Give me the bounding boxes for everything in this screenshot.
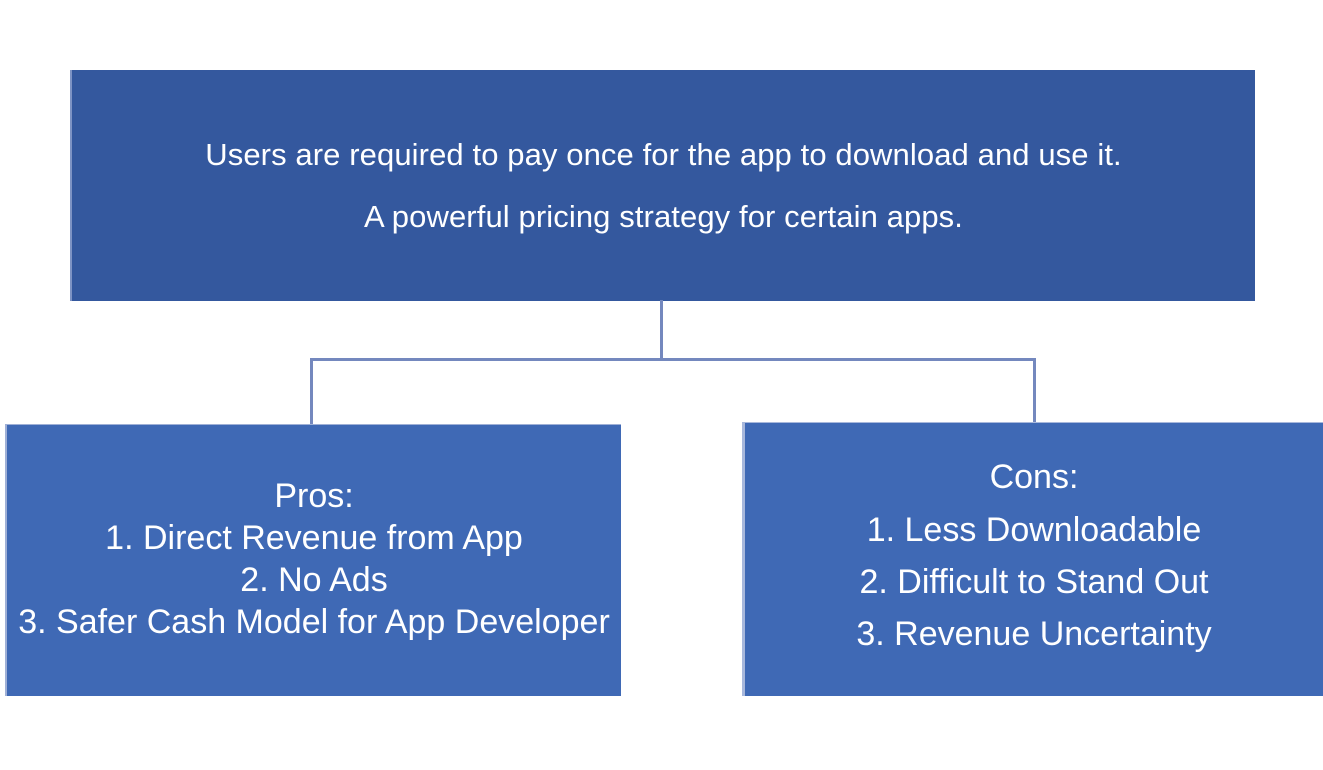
pros-list-item: 3. Safer Cash Model for App Developer bbox=[18, 602, 610, 641]
pros-list-item: 2. No Ads bbox=[240, 560, 388, 599]
cons-list: 1. Less Downloadable 2. Difficult to Sta… bbox=[759, 504, 1309, 660]
connector-horizontal-bar bbox=[310, 358, 1036, 361]
root-node-line-2: A powerful pricing strategy for certain … bbox=[364, 198, 963, 234]
root-node-line-1: Users are required to pay once for the a… bbox=[205, 136, 1122, 172]
connector-drop-to-cons bbox=[1033, 358, 1036, 424]
cons-heading: Cons: bbox=[989, 457, 1079, 496]
cons-list-item: 2. Difficult to Stand Out bbox=[859, 562, 1209, 601]
connector-drop-to-pros bbox=[310, 358, 313, 426]
root-node: Users are required to pay once for the a… bbox=[70, 70, 1255, 301]
connector-stem bbox=[660, 300, 663, 361]
pros-list: 1. Direct Revenue from App 2. No Ads 3. … bbox=[17, 517, 611, 643]
cons-list-item: 1. Less Downloadable bbox=[866, 510, 1202, 549]
cons-list-item: 3. Revenue Uncertainty bbox=[856, 614, 1212, 653]
pros-heading: Pros: bbox=[274, 476, 354, 515]
pros-list-item: 1. Direct Revenue from App bbox=[105, 518, 523, 557]
cons-node: Cons: 1. Less Downloadable 2. Difficult … bbox=[742, 422, 1323, 696]
pros-node: Pros: 1. Direct Revenue from App 2. No A… bbox=[5, 424, 621, 696]
